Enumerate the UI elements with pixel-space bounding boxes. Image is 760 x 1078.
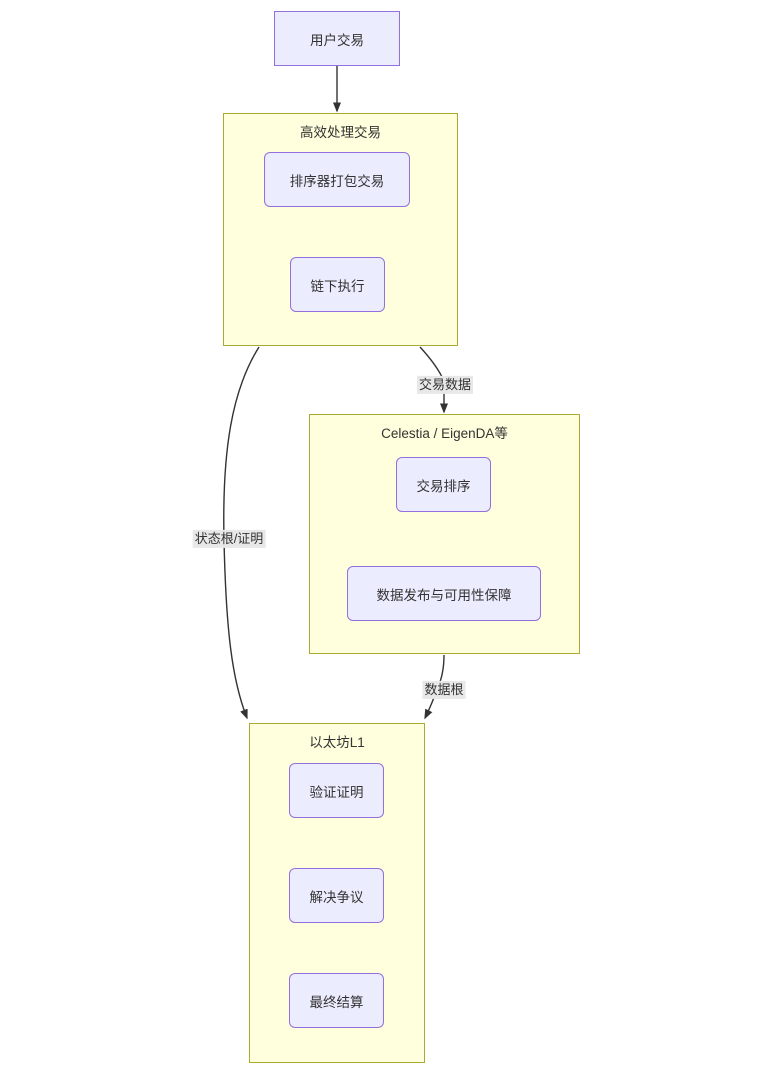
cluster-title: Celestia / EigenDA等 (381, 426, 508, 441)
edge-label-text: 数据根 (424, 681, 464, 697)
node-label: 交易排序 (416, 478, 471, 494)
node-label: 用户交易 (310, 32, 364, 48)
node-resolve-dispute[interactable]: 解决争议 (289, 868, 384, 923)
node-label: 数据发布与可用性保障 (376, 587, 512, 603)
cluster-title: 高效处理交易 (300, 125, 381, 140)
node-label: 链下执行 (310, 278, 365, 294)
node-sequencer-batching[interactable]: 排序器打包交易 (264, 152, 410, 207)
node-transaction-ordering[interactable]: 交易排序 (396, 457, 491, 512)
node-data-publication-availability[interactable]: 数据发布与可用性保障 (347, 566, 541, 621)
edge-label-text: 状态根/证明 (194, 530, 264, 546)
node-user-transaction[interactable]: 用户交易 (274, 11, 400, 66)
node-label: 最终结算 (309, 994, 364, 1010)
cluster-title: 以太坊L1 (309, 735, 365, 750)
node-label: 解决争议 (309, 889, 364, 905)
edge-label-state-root-proof: 状态根/证明 (192, 529, 266, 549)
node-label: 验证证明 (309, 784, 364, 800)
node-final-settlement[interactable]: 最终结算 (289, 973, 384, 1028)
node-label: 排序器打包交易 (289, 173, 385, 189)
node-verify-proof[interactable]: 验证证明 (289, 763, 384, 818)
edge-label-text: 交易数据 (418, 376, 472, 392)
edge-label-data-root: 数据根 (422, 680, 466, 700)
edge-label-transaction-data: 交易数据 (416, 375, 474, 395)
node-offchain-execution[interactable]: 链下执行 (290, 257, 385, 312)
